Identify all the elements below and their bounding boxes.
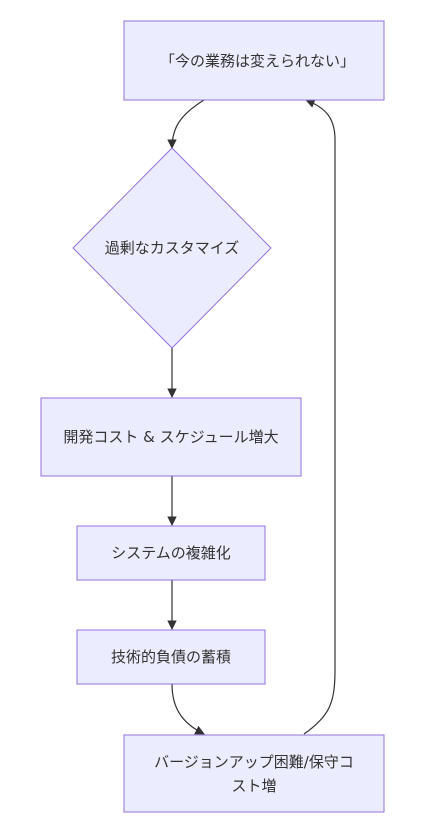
edge-upgrade-to-start — [303, 98, 336, 735]
node-start-label: 「今の業務は変えられない」 — [160, 51, 356, 70]
edge-debt-to-upgrade — [171, 683, 205, 735]
node-complex-box — [76, 525, 266, 581]
node-upgrade-label: バージョンアップ困難/保守コスト増 — [154, 752, 354, 795]
node-start-box — [123, 20, 385, 101]
node-debt-label: 技術的負債の蓄積 — [110, 648, 231, 666]
node-upgrade-box — [123, 734, 385, 813]
node-customize-label: 過剰なカスタマイズ — [104, 239, 240, 257]
node-debt-box — [76, 629, 266, 685]
node-customize-diamond — [72, 147, 272, 349]
node-cost-box — [40, 397, 302, 477]
node-cost-label: 開発コスト & スケジュール増大 — [63, 428, 279, 446]
node-complex-label: システムの複雑化 — [111, 544, 231, 562]
edge-start-to-customize — [167, 99, 205, 149]
